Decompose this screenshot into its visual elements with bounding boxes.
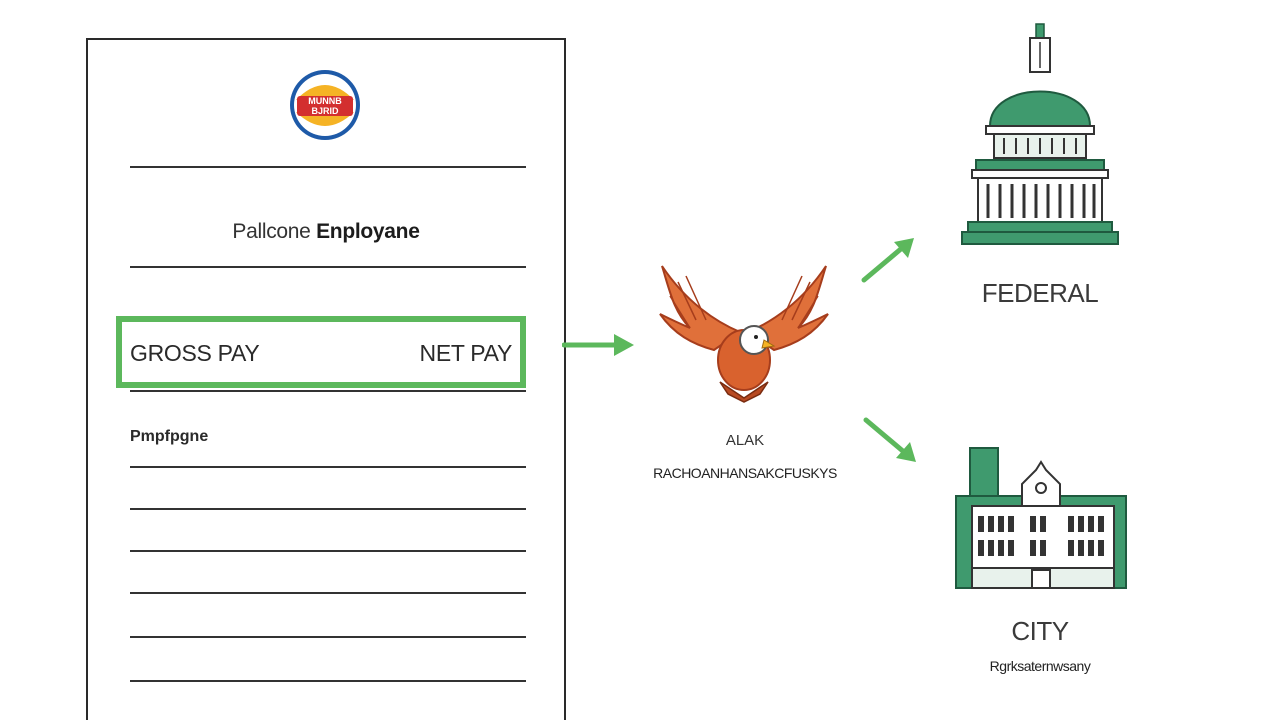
agency-caption: RACHOANHANSAKCFUSKYS — [653, 465, 837, 481]
divider-line — [130, 680, 526, 682]
capitol-building-icon — [961, 23, 1119, 245]
divider-line — [130, 466, 526, 468]
divider-line — [130, 592, 526, 594]
eagle-icon — [659, 265, 829, 403]
gross-pay-label: GROSS PAY — [130, 340, 260, 366]
agency-short-label: ALAK — [725, 432, 765, 449]
federal-label: FEDERAL — [981, 278, 1099, 308]
divider-line — [130, 550, 526, 552]
employee-title: Pallcone Enployane — [88, 220, 564, 244]
paystub-document: MUNNB BJRID Pallcone Enployane GROSS PAY… — [86, 38, 566, 720]
arrow-down-right-icon — [863, 417, 916, 462]
divider-line — [130, 166, 526, 168]
svg-text:BJRID: BJRID — [311, 106, 339, 116]
employee-name: Enployane — [316, 220, 420, 243]
arrow-up-right-icon — [861, 238, 914, 283]
city-hall-icon — [955, 447, 1127, 589]
divider-line — [130, 636, 526, 638]
city-label: CITY — [1011, 616, 1069, 646]
divider-line — [130, 390, 526, 392]
divider-line — [130, 266, 526, 268]
arrow-right-icon — [562, 334, 634, 356]
divider-line — [130, 508, 526, 510]
burger-logo-icon: MUNNB BJRID — [290, 70, 360, 140]
employee-prefix: Pallcone — [232, 220, 311, 243]
svg-text:MUNNB: MUNNB — [308, 96, 342, 106]
net-pay-label: NET PAY — [419, 340, 513, 366]
pay-summary-box: GROSS PAY NET PAY — [116, 316, 526, 388]
section-label: Pmpfpgne — [130, 428, 209, 445]
city-caption: Rgrksaternwsany — [989, 658, 1091, 674]
